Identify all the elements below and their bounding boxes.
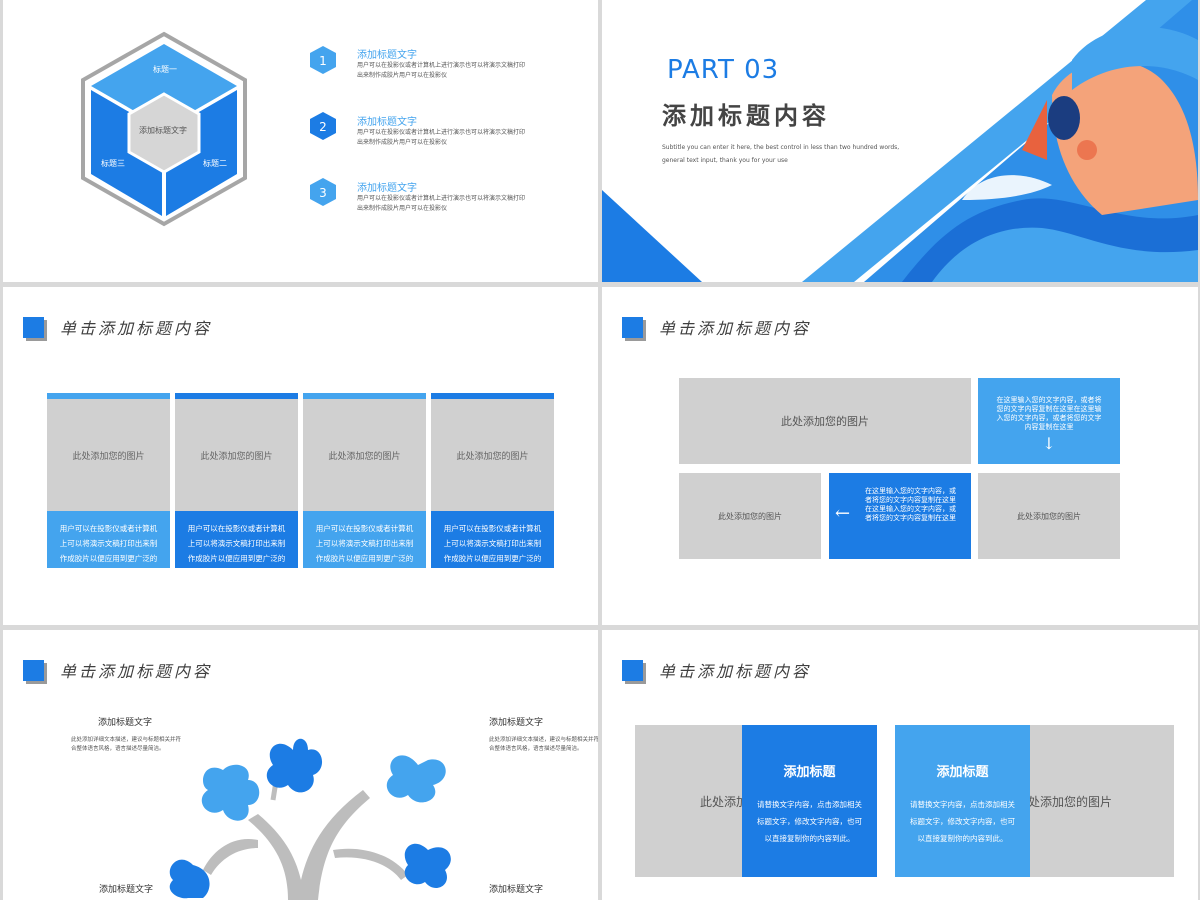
card-title: 添加标题: [783, 765, 836, 780]
tree-label-bottom-right: 添加标题文字: [489, 885, 544, 895]
swimmer-face: [1052, 60, 1198, 215]
tree-illustration: [169, 738, 451, 900]
tree-label-top-right: 添加标题文字: [489, 718, 544, 728]
step-2-title: 添加标题文字: [357, 117, 417, 128]
step-2-number: 2: [319, 120, 327, 134]
info-card-2[interactable]: 添加标题 请替换文字内容，点击添加相关标题文字，修改文字内容，也可以直接复制你的…: [895, 725, 1030, 877]
leaf-icon: [266, 738, 323, 793]
hexagon-label-left: 标题三: [101, 159, 125, 168]
column-text: 用户可以在投影仪或者计算机上可以将演示文稿打印出来制作成胶片以便应用到更广泛的领…: [175, 511, 298, 578]
card-desc: 请替换文字内容，点击添加相关标题文字，修改文字内容，也可以直接复制你的内容到此。: [757, 800, 862, 843]
column-card-3[interactable]: 此处添加您的图片 用户可以在投影仪或者计算机上可以将演示文稿打印出来制作成胶片以…: [303, 393, 426, 578]
column-top-bar: [175, 393, 298, 399]
leaf-icon: [386, 755, 446, 803]
column-card-4[interactable]: 此处添加您的图片 用户可以在投影仪或者计算机上可以将演示文稿打印出来制作成胶片以…: [431, 393, 554, 578]
image-placeholder[interactable]: 此处添加您的图片: [175, 399, 298, 511]
slide-four-columns[interactable]: 单击添加标题内容 此处添加您的图片 用户可以在投影仪或者计算机上可以将演示文稿打…: [3, 287, 598, 625]
tree-branch-left: [203, 839, 258, 875]
image-placeholder-right[interactable]: 此处添加您的图片: [1014, 725, 1174, 877]
step-1-desc: 用户可以在投影仪或者计算机上进行演示也可以将演示文稿打印出来制作成胶片用户可以在…: [357, 62, 526, 79]
arrow-down-icon: ↓: [1042, 434, 1056, 453]
image-placeholder[interactable]: 此处添加您的图片: [431, 399, 554, 511]
image-placeholder-right[interactable]: 此处添加您的图片: [978, 473, 1120, 559]
column-text: 用户可以在投影仪或者计算机上可以将演示文稿打印出来制作成胶片以便应用到更广泛的领…: [303, 511, 426, 578]
hexagon-top-face: [91, 44, 237, 128]
step-1-number: 1: [319, 54, 327, 68]
step-2-desc: 用户可以在投影仪或者计算机上进行演示也可以将演示文稿打印出来制作成胶片用户可以在…: [357, 129, 526, 146]
hexagon-center: [127, 92, 201, 174]
cover-subtitle: Subtitle you can enter it here, the best…: [662, 144, 900, 164]
swim-cap: [1072, 26, 1198, 90]
column-top-bar: [431, 393, 554, 399]
cover-title: 添加标题内容: [662, 102, 830, 130]
slide-title-block: 单击添加标题内容: [23, 315, 212, 339]
hexagon-diagram: [81, 31, 247, 227]
title-square-icon: [622, 316, 643, 338]
slide-title: 单击添加标题内容: [659, 662, 812, 681]
wave-light: [932, 227, 1198, 282]
tree-label-bottom-left: 添加标题文字: [99, 885, 154, 895]
tree-label-top-left: 添加标题文字: [98, 718, 153, 728]
slide-tree[interactable]: 单击添加标题内容 添加标题文字 此处添加详细文本描述，建议与标题相关并符合整体语…: [3, 630, 598, 900]
goggle-lens: [1048, 96, 1080, 140]
cheek-blush: [1077, 140, 1097, 160]
slide-title-block: 单击添加标题内容: [622, 658, 811, 682]
column-card-1[interactable]: 此处添加您的图片 用户可以在投影仪或者计算机上可以将演示文稿打印出来制作成胶片以…: [47, 393, 170, 578]
corner-triangle: [602, 190, 702, 282]
step-3-desc: 用户可以在投影仪或者计算机上进行演示也可以将演示文稿打印出来制作成胶片用户可以在…: [357, 195, 526, 212]
step-3-hexagon-icon: 3: [310, 178, 336, 206]
text-box-1: 在这里输入您的文字内容，或者将您的文字内容复制在这里在这里输入您的文字内容，或者…: [978, 378, 1120, 464]
step-1-hexagon-icon: 1: [310, 46, 336, 74]
slide-part-cover[interactable]: PART 03 添加标题内容 Subtitle you can enter it…: [602, 0, 1198, 282]
slide-title-block: 单击添加标题内容: [23, 658, 212, 682]
column-top-bar: [303, 393, 426, 399]
column-text: 用户可以在投影仪或者计算机上可以将演示文稿打印出来制作成胶片以便应用到更广泛的领…: [431, 511, 554, 578]
slide-title-block: 单击添加标题内容: [622, 315, 811, 339]
step-2-hexagon-icon: 2: [310, 112, 336, 140]
text-box-2: ← 在这里输入您的文字内容，或者将您的文字内容复制在这里在这里输入您的文字内容，…: [829, 473, 971, 559]
slide-title: 单击添加标题内容: [659, 319, 812, 338]
image-placeholder[interactable]: 此处添加您的图片: [47, 399, 170, 511]
tree-trunk: [248, 790, 370, 900]
image-placeholder[interactable]: 此处添加您的图片: [303, 399, 426, 511]
text-box-1-text: 在这里输入您的文字内容，或者将您的文字内容复制在这里在这里输入您的文字内容，或者…: [996, 396, 1102, 431]
slide-title: 单击添加标题内容: [60, 662, 213, 681]
arrow-left-icon: ←: [835, 503, 851, 524]
title-square-icon: [23, 316, 44, 338]
tree-branch-right: [333, 848, 408, 880]
card-desc: 请替换文字内容，点击添加相关标题文字，修改文字内容，也可以直接复制你的内容到此。: [910, 800, 1015, 843]
step-3-title: 添加标题文字: [357, 183, 417, 194]
step-1-title: 添加标题文字: [357, 50, 417, 61]
image-placeholder-left[interactable]: 此处添加您的图片: [679, 473, 821, 559]
hexagon-label-top: 标题一: [153, 65, 177, 74]
image-placeholder-large[interactable]: 此处添加您的图片: [679, 378, 971, 464]
column-top-bar: [47, 393, 170, 399]
leaf-icon: [201, 764, 260, 821]
slide-title: 单击添加标题内容: [60, 319, 213, 338]
hair-strand: [1022, 100, 1047, 160]
card-title: 添加标题: [936, 765, 989, 780]
hexagon-label-right: 标题二: [203, 159, 227, 168]
tree-desc-top-left: 此处添加详细文本描述，建议与标题相关并符合整体语言风格，语言描述尽量简洁。: [71, 737, 182, 752]
wave-foam: [962, 175, 1052, 200]
slide-cards[interactable]: 单击添加标题内容 此处添加您的图片 此处添加您的图片 添加标题 请替换文字内容，…: [602, 630, 1198, 900]
title-square-icon: [622, 659, 643, 681]
hexagon-label-center: 添加标题文字: [139, 126, 187, 135]
text-box-2-text: 在这里输入您的文字内容，或者将您的文字内容复制在这里在这里输入您的文字内容，或者…: [865, 487, 956, 522]
slide-image-grid[interactable]: 单击添加标题内容 此处添加您的图片 在这里输入您的文字内容，或者将您的文字内容复…: [602, 287, 1198, 625]
info-card-1[interactable]: 添加标题 请替换文字内容，点击添加相关标题文字，修改文字内容，也可以直接复制你的…: [742, 725, 877, 877]
part-number: PART 03: [667, 55, 780, 85]
title-square-icon: [23, 659, 44, 681]
tree-desc-top-right: 此处添加详细文本描述，建议与标题相关并符合整体语言风格，语言描述尽量简洁。: [489, 737, 598, 752]
column-card-2[interactable]: 此处添加您的图片 用户可以在投影仪或者计算机上可以将演示文稿打印出来制作成胶片以…: [175, 393, 298, 578]
leaf-icon: [404, 843, 451, 889]
slide-hexagon-steps[interactable]: 标题一 标题三 标题二 添加标题文字 1 添加标题文字 用户可以在投影仪或者计算…: [3, 0, 598, 282]
leaf-icon: [169, 859, 210, 899]
cover-illustration: [602, 0, 1198, 282]
column-text: 用户可以在投影仪或者计算机上可以将演示文稿打印出来制作成胶片以便应用到更广泛的领…: [47, 511, 170, 578]
step-3-number: 3: [319, 186, 327, 200]
